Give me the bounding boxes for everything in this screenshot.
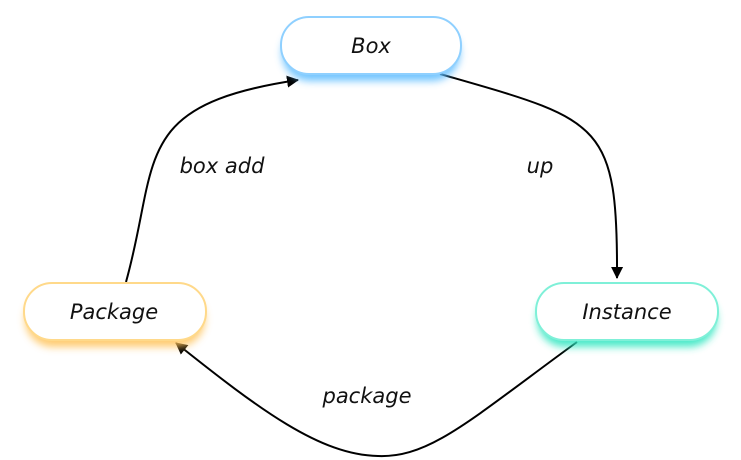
edge-instance-to-package: package (175, 341, 578, 458)
node-package[interactable]: Package (23, 282, 207, 347)
node-instance-label: Instance (582, 300, 671, 324)
edge-label-package: package (321, 384, 411, 408)
node-instance-shape (535, 282, 719, 341)
edge-package-to-box-path (125, 75, 299, 283)
edge-box-to-instance-path (439, 73, 624, 279)
node-box[interactable]: Box (280, 16, 462, 81)
node-package-shape (23, 282, 207, 341)
node-box-shape (280, 16, 462, 75)
edge-label-up: up (527, 154, 554, 178)
node-instance[interactable]: Instance (535, 282, 719, 347)
node-package-label: Package (70, 300, 158, 324)
edge-box-to-instance: up (439, 73, 624, 279)
edge-package-to-box: box add (125, 75, 299, 283)
node-box-label: Box (351, 34, 391, 58)
edge-instance-to-package-path (175, 341, 578, 458)
edge-label-box-add: box add (180, 154, 265, 178)
